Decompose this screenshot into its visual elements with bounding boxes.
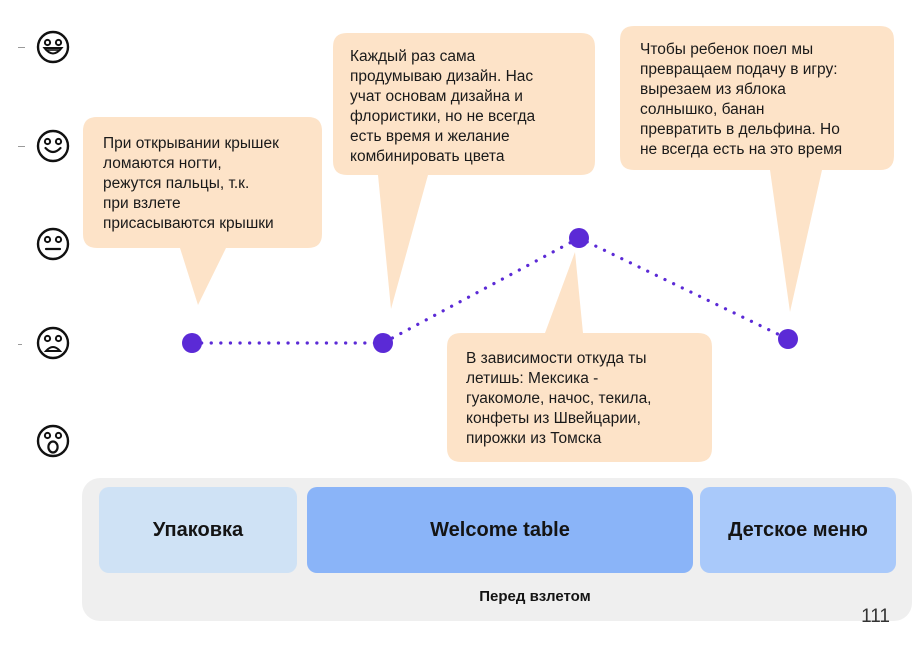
happy-face-icon xyxy=(36,129,70,163)
phase-label: Перед взлетом xyxy=(479,588,591,605)
scale-tick xyxy=(18,344,22,345)
journey-line xyxy=(190,236,790,345)
journey-point xyxy=(778,329,798,349)
stage-packaging: Упаковка xyxy=(99,487,297,573)
scale-tick xyxy=(18,146,25,147)
stage-welcome-table: Welcome table xyxy=(307,487,693,573)
callout-bubble-packaging xyxy=(83,117,322,305)
callout-text-kids-menu: Чтобы ребенок поел мы превращаем подачу … xyxy=(640,41,843,158)
journey-point xyxy=(569,228,589,248)
stage-kids-menu: Детское меню xyxy=(700,487,896,573)
callout-text-design: Каждый раз сама продумываю дизайн. Нас у… xyxy=(350,48,536,165)
journey-point xyxy=(373,333,393,353)
sad-face-icon xyxy=(36,326,70,360)
callout-bubble-kids-menu xyxy=(620,26,894,312)
scale-tick xyxy=(18,47,25,48)
callout-bubble-welcome-table xyxy=(447,252,712,462)
callout-bubble-design xyxy=(333,33,595,309)
shocked-face-icon xyxy=(36,424,70,458)
page-number: 111 xyxy=(861,606,890,627)
callout-text-packaging: При открывании крышек ломаются ногти, ре… xyxy=(103,135,279,232)
callout-text-welcome-table: В зависимости откуда ты летишь: Мексика … xyxy=(466,350,652,447)
journey-point xyxy=(182,333,202,353)
very-happy-face-icon xyxy=(36,30,70,64)
neutral-face-icon xyxy=(36,227,70,261)
